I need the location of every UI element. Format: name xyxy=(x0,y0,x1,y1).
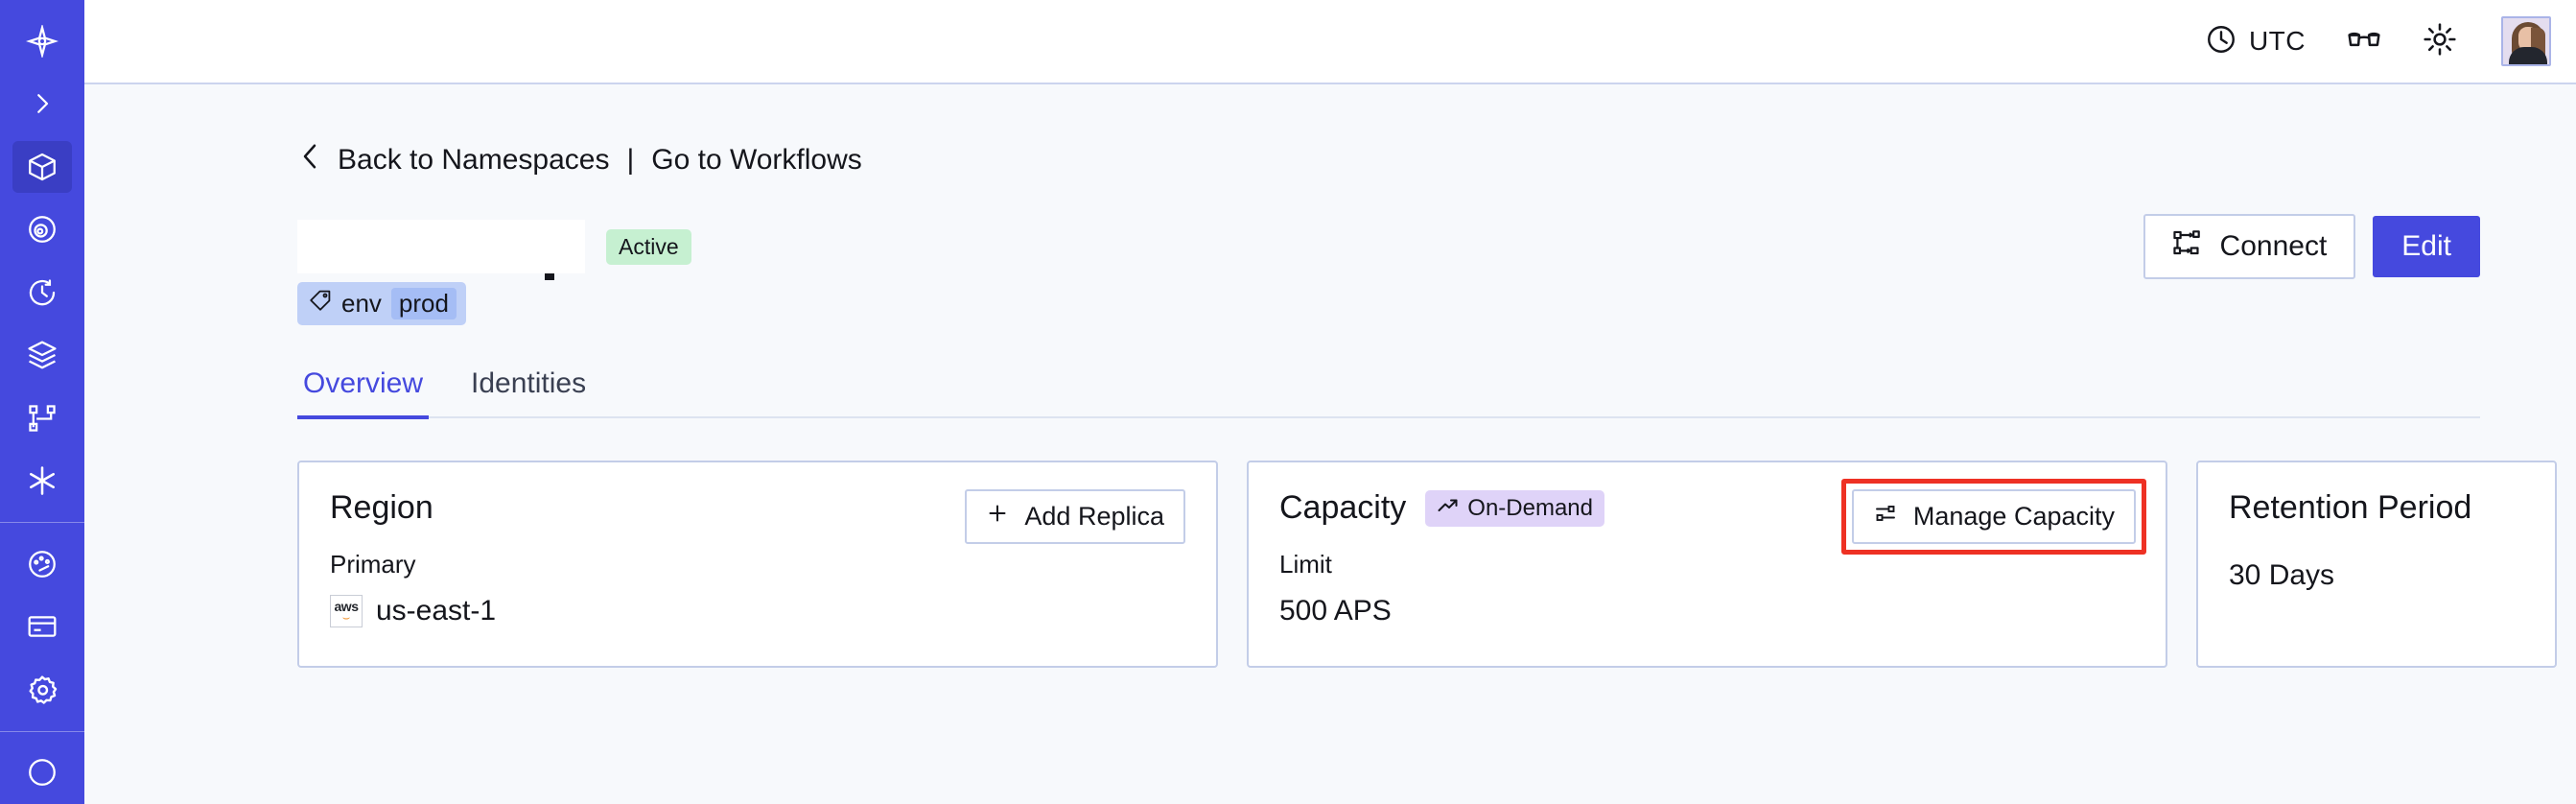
tab-identities[interactable]: Identities xyxy=(471,367,587,399)
sidebar-item-usage[interactable] xyxy=(12,538,72,590)
sidebar-item-schedules[interactable] xyxy=(12,267,72,319)
right-pane: UTC xyxy=(84,0,2576,804)
aws-icon-swoosh: ⌣ xyxy=(341,609,351,625)
header-actions: Connect Edit xyxy=(2143,214,2480,279)
avatar-body xyxy=(2509,47,2547,64)
glasses-icon xyxy=(2346,21,2382,62)
breadcrumb: Back to Namespaces | Go to Workflows xyxy=(297,142,2480,178)
manage-capacity-button[interactable]: Manage Capacity xyxy=(1851,489,2136,544)
add-replica-label: Add Replica xyxy=(1024,502,1164,531)
timezone-label: UTC xyxy=(2248,26,2306,56)
sidebar-item-workflows[interactable] xyxy=(12,392,72,444)
overview-cards: Region Add Replica Primary aws xyxy=(297,461,2557,668)
tag-key: env xyxy=(341,289,382,318)
go-to-workflows-link[interactable]: Go to Workflows xyxy=(651,144,862,176)
sun-icon xyxy=(2423,22,2457,61)
user-avatar[interactable] xyxy=(2501,16,2551,66)
connect-button[interactable]: Connect xyxy=(2143,214,2356,279)
region-card-header: Region xyxy=(330,489,1185,527)
sidebar-item-expand[interactable] xyxy=(12,79,72,130)
tag-env[interactable]: env prod xyxy=(297,282,466,325)
glasses-toggle[interactable] xyxy=(2346,21,2382,62)
region-card-title: Region xyxy=(330,489,433,526)
tag-value: prod xyxy=(390,288,457,319)
sidebar xyxy=(0,0,84,804)
sidebar-item-nexus[interactable] xyxy=(12,456,72,508)
namespace-tags: env prod xyxy=(297,282,2480,325)
aws-icon: aws ⌣ xyxy=(330,595,363,627)
sidebar-item-help[interactable] xyxy=(12,746,72,798)
capacity-limit-value: 500 APS xyxy=(1279,595,1392,627)
sidebar-divider-1 xyxy=(0,522,84,523)
timezone-selector[interactable]: UTC xyxy=(2205,23,2306,60)
sidebar-item-settings[interactable] xyxy=(12,664,72,716)
on-demand-badge-label: On-Demand xyxy=(1467,494,1594,521)
region-value-row: aws ⌣ us-east-1 xyxy=(330,595,1185,627)
sliders-icon xyxy=(1873,502,1898,532)
clock-icon xyxy=(2205,23,2237,60)
tab-bar: Overview Identities xyxy=(297,367,2480,419)
tab-overview[interactable]: Overview xyxy=(297,367,430,419)
sidebar-item-observability[interactable] xyxy=(12,204,72,256)
add-replica-button[interactable]: Add Replica xyxy=(965,489,1185,544)
retention-card-title: Retention Period xyxy=(2229,489,2472,526)
trend-up-icon xyxy=(1437,495,1460,522)
main-content: Back to Namespaces | Go to Workflows Act… xyxy=(84,84,2576,804)
capacity-limit-label: Limit xyxy=(1279,550,1332,579)
namespace-title-glyph xyxy=(545,273,554,280)
retention-card-header: Retention Period xyxy=(2229,489,2524,527)
namespace-header: Active xyxy=(297,214,2480,280)
on-demand-badge: On-Demand xyxy=(1425,489,1605,527)
capacity-card-header: Capacity On-Demand xyxy=(1279,489,2135,527)
sidebar-item-logo[interactable] xyxy=(12,15,72,67)
theme-toggle[interactable] xyxy=(2423,22,2457,61)
chevron-left-icon[interactable] xyxy=(297,142,322,178)
plus-icon xyxy=(986,502,1009,532)
status-badge: Active xyxy=(606,228,691,265)
sidebar-divider-2 xyxy=(0,730,84,732)
retention-card: Retention Period 30 Days xyxy=(2196,461,2557,668)
manage-capacity-highlight: Manage Capacity xyxy=(1840,479,2146,555)
connect-button-label: Connect xyxy=(2219,230,2328,262)
region-value: us-east-1 xyxy=(376,595,497,627)
region-primary-label: Primary xyxy=(330,550,416,579)
breadcrumb-separator: | xyxy=(626,144,635,176)
sidebar-item-namespaces[interactable] xyxy=(12,141,72,193)
namespace-title-redacted xyxy=(297,220,585,273)
capacity-card-title: Capacity xyxy=(1279,489,1407,526)
connect-flow-icon xyxy=(2172,228,2203,265)
sidebar-item-billing[interactable] xyxy=(12,602,72,653)
tag-icon xyxy=(309,289,332,319)
retention-value: 30 Days xyxy=(2229,559,2335,591)
manage-capacity-label: Manage Capacity xyxy=(1912,502,2115,531)
capacity-card: Capacity On-Demand xyxy=(1247,461,2167,668)
sidebar-item-layers[interactable] xyxy=(12,330,72,382)
region-card: Region Add Replica Primary aws xyxy=(297,461,1218,668)
topbar: UTC xyxy=(84,0,2576,84)
edit-button[interactable]: Edit xyxy=(2373,216,2480,277)
aws-icon-text: aws xyxy=(334,598,359,614)
back-to-namespaces-link[interactable]: Back to Namespaces xyxy=(338,144,610,176)
